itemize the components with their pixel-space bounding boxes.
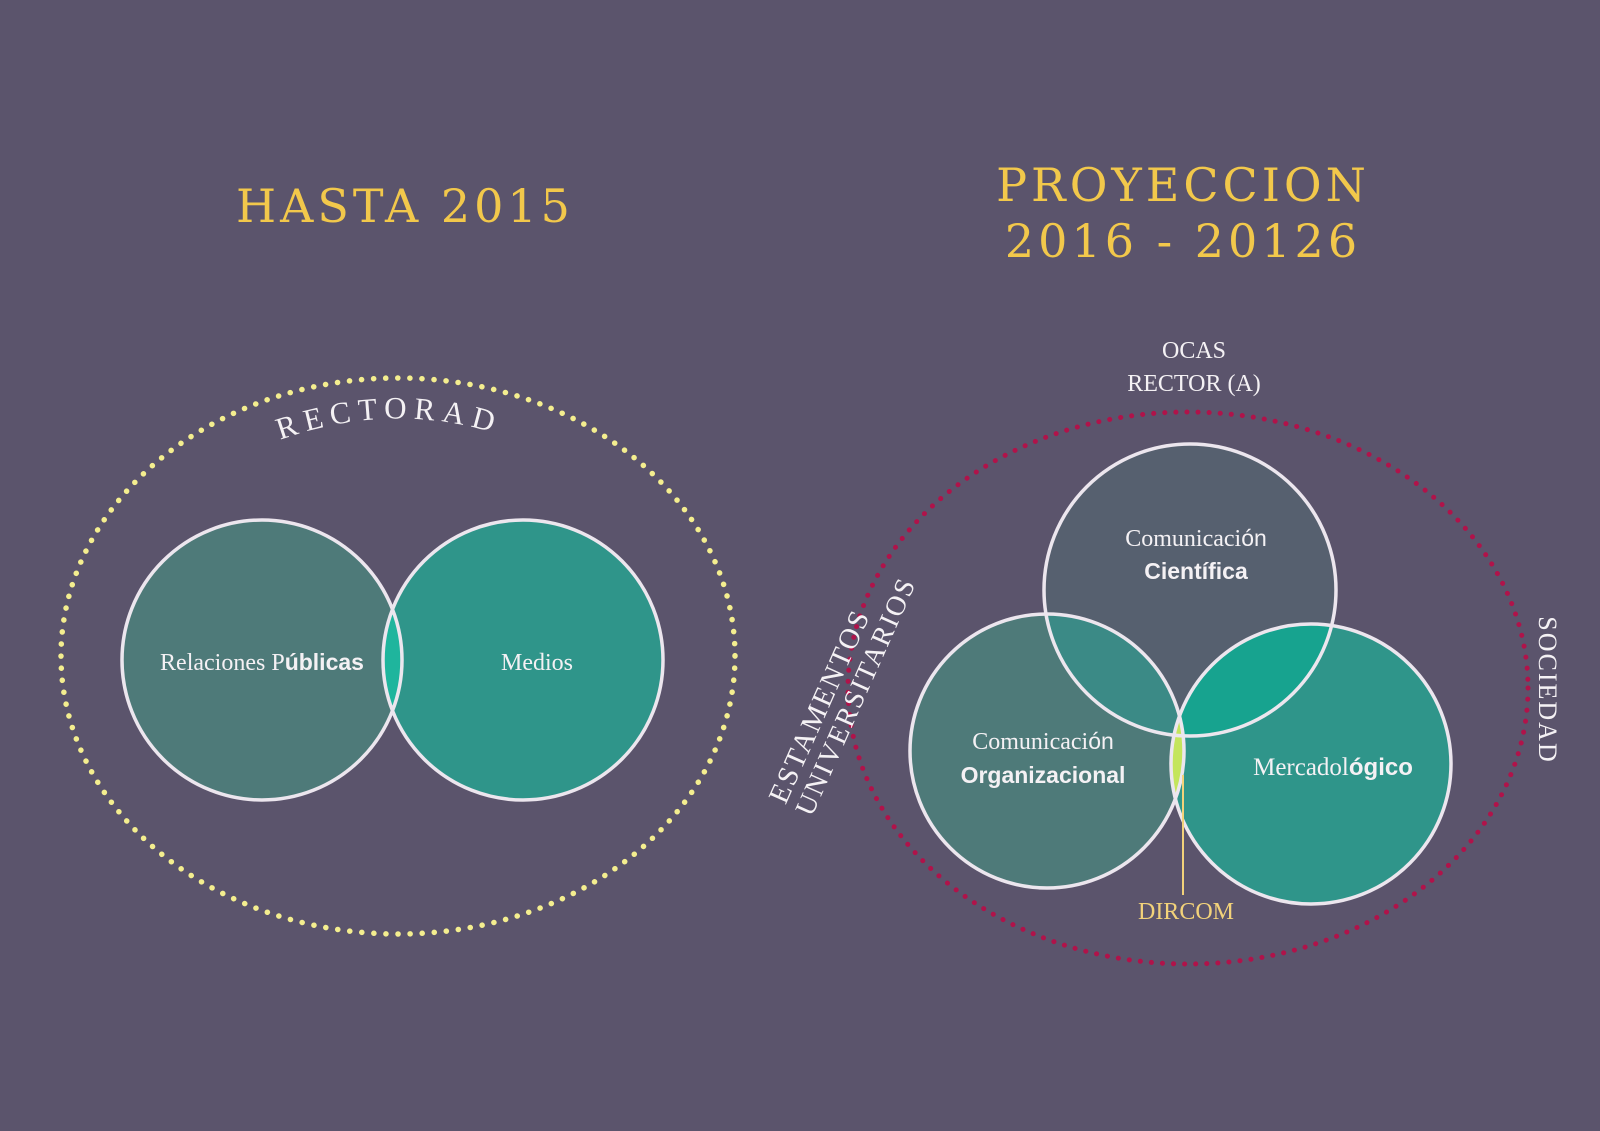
label-relaciones-publicas: Relaciones Públicas xyxy=(160,649,364,676)
right-diagram: PROYECCION 2016 - 20126 OCAS RECTOR (A) … xyxy=(763,158,1562,967)
right-title-line2: 2016 - 20126 xyxy=(1005,214,1361,268)
overlap-cientifica-mercadologico xyxy=(1171,624,1336,736)
left-title: HASTA 2015 xyxy=(236,179,574,233)
label-medios: Medios xyxy=(501,650,573,676)
right-title-line1: PROYECCION xyxy=(996,158,1370,212)
dircom-label: DIRCOM xyxy=(1138,899,1234,925)
top-label-ocas: OCAS xyxy=(1162,338,1226,364)
circle-mercadologico-outline xyxy=(1169,622,1453,906)
label-comunicacion-cientifica-line2: Científica xyxy=(1144,558,1248,584)
sociedad-ring xyxy=(845,409,1531,967)
circle-relaciones-publicas xyxy=(122,520,402,800)
circle-medios-outline xyxy=(381,518,665,802)
circle-comunicacion-organizacional-outline xyxy=(908,612,1186,890)
rectorado-ring xyxy=(58,375,738,937)
right-label-sociedad: SOCIEDAD xyxy=(1533,616,1562,763)
left-diagram: HASTA 2015 RECTORADO Relaciones Públicas… xyxy=(0,0,738,937)
circle-comunicacion-cientifica-outline xyxy=(1042,442,1338,738)
circle-relaciones-publicas-outline xyxy=(120,518,404,802)
label-comunicacion-organizacional-line1: Comunicación xyxy=(972,728,1114,755)
label-mercadologico: Mercadológico xyxy=(1253,754,1413,781)
top-label-rector: RECTOR (A) xyxy=(1127,371,1261,397)
label-comunicacion-organizacional-line2: Organizacional xyxy=(961,762,1126,788)
label-comunicacion-cientifica-line1: Comunicación xyxy=(1125,525,1267,552)
circle-medios xyxy=(383,520,663,800)
overlap-cientifica-organizacional xyxy=(1044,614,1184,736)
